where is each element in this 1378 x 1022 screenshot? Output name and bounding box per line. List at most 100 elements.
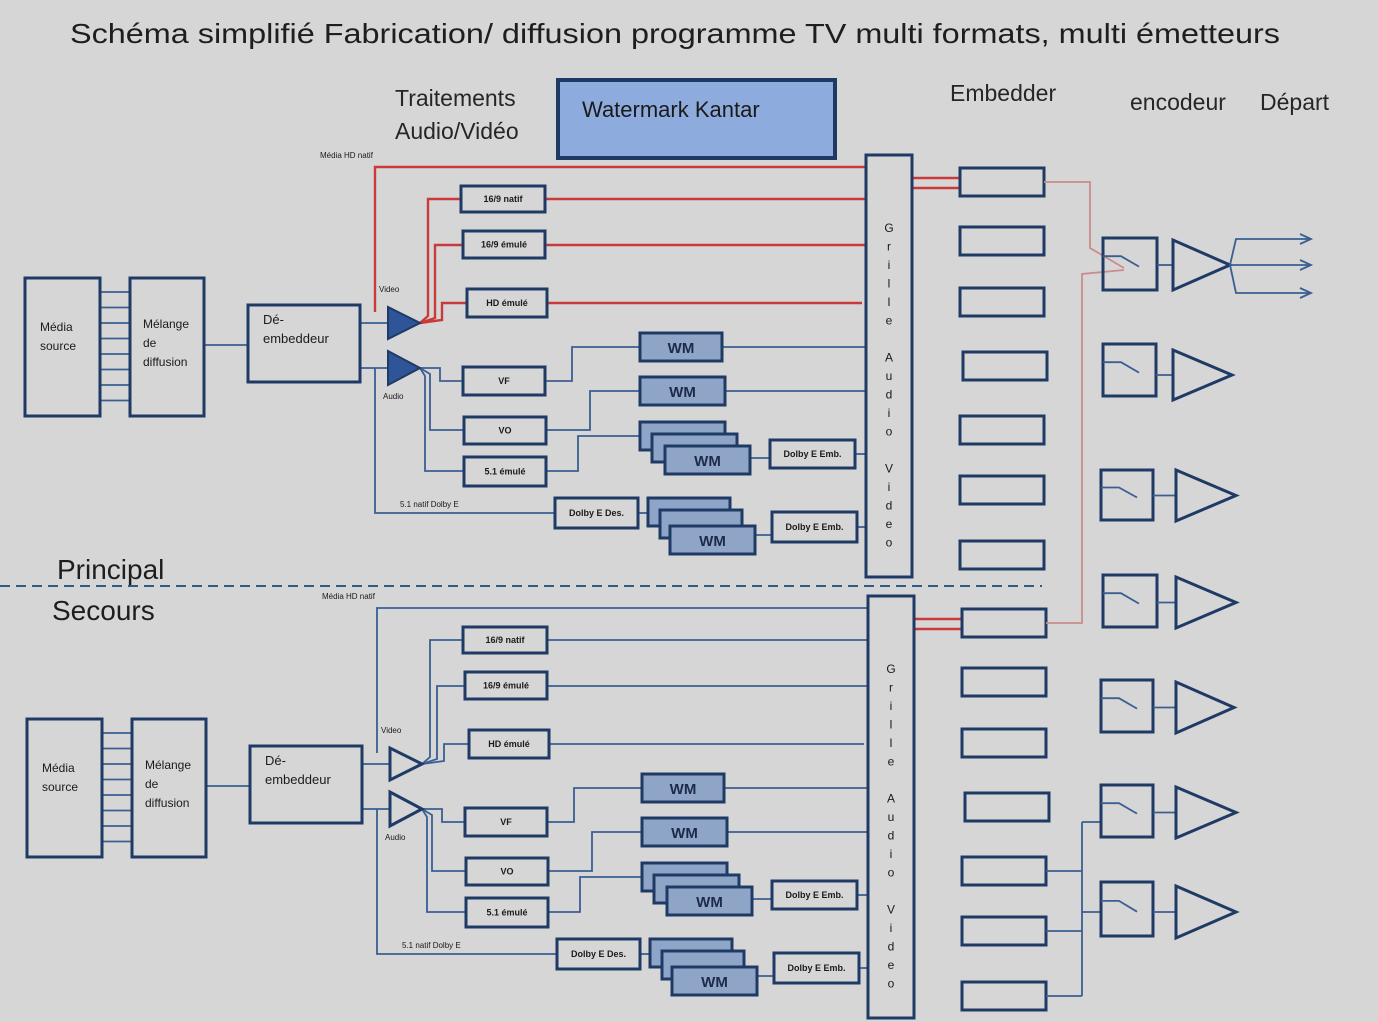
audio-51-emule-link [419, 367, 464, 472]
wm-label: WM [701, 974, 728, 991]
audio-vf-link [422, 808, 465, 823]
emule-51-to-wm-link [546, 435, 640, 472]
format-169-natif-label: 16/9 natif [485, 635, 525, 645]
arrow-right-icon [1299, 233, 1314, 245]
embedder-box [960, 666, 1048, 698]
dolby-e-emb-box [770, 879, 859, 911]
vo-to-wm-link [546, 390, 640, 431]
dolby-e-des-box [555, 937, 642, 971]
format-hd-emule-box [467, 728, 551, 760]
encoder-icon [1171, 237, 1234, 293]
media-hd-natif-label: Média HD natif [322, 592, 376, 601]
audio-label: Audio [383, 392, 404, 401]
embedder-box [963, 791, 1051, 823]
melange-label: de [145, 777, 159, 791]
dolby-e-emb-label: Dolby E Emb. [787, 963, 845, 973]
format-hd-emule-box [465, 287, 549, 319]
watermark-kantar-label: Watermark Kantar [582, 97, 760, 122]
dolby-natif-label: 5.1 natif Dolby E [400, 500, 459, 509]
arrow-right-icon [1299, 259, 1314, 271]
media-hd-natif-label: Média HD natif [320, 151, 374, 160]
deembedder-label: Dé- [263, 312, 284, 327]
encoder-input-switch-box [1101, 236, 1159, 292]
embedder-box [958, 225, 1046, 257]
melange-label: diffusion [145, 796, 189, 810]
embedder-box [961, 350, 1049, 382]
embedder-box [958, 286, 1046, 318]
media-source-label: source [42, 780, 78, 794]
encoder-input-switch-box [1101, 573, 1159, 629]
audio-vf-box [463, 806, 549, 838]
audio-51-emule-link [421, 808, 466, 913]
switch-icon [1101, 900, 1138, 913]
dolby-e-des-label: Dolby E Des. [571, 949, 626, 959]
melange-de-diffusion-box [130, 717, 208, 859]
audio-vo-box [462, 415, 548, 446]
header-embedder: Embedder [950, 80, 1056, 106]
audio-amplifier-icon [387, 349, 423, 387]
dolby-natif-link [376, 809, 557, 955]
hd-natif-link [373, 165, 866, 312]
dolby-e-emb-label: Dolby E Emb. [783, 449, 841, 459]
video-label: Video [381, 726, 402, 735]
melange-label: de [143, 336, 157, 350]
switch-icon [1101, 486, 1138, 499]
media-source-label: source [40, 339, 76, 353]
switch-icon [1101, 697, 1138, 710]
encoder-icon [1174, 467, 1240, 524]
media-source-label: Média [40, 320, 73, 334]
wm-label: WM [699, 533, 726, 550]
audio-51-emule-label: 5.1 émulé [486, 908, 527, 918]
video-169-emule-link [421, 685, 465, 765]
encoder-icon [1174, 883, 1240, 941]
hd-natif-link [376, 607, 868, 753]
encoder-icon [1174, 679, 1238, 736]
audio-vo-link [421, 808, 466, 872]
deembedder-box [248, 744, 364, 825]
dolby-e-emb-box [770, 510, 859, 544]
embedder-box [958, 474, 1046, 506]
audio-vo-label: VO [498, 426, 511, 436]
video-label: Video [379, 285, 400, 294]
video-hd-emule-link [421, 743, 469, 765]
audio-amplifier-icon [388, 789, 426, 829]
format-169-emule-box [461, 229, 547, 260]
video-hd-emule-link [419, 301, 467, 325]
audio-51-emule-box [464, 896, 550, 929]
deembedder-label: embeddeur [265, 772, 331, 787]
wm-label: WM [694, 453, 721, 470]
deembedder-box [246, 303, 362, 384]
header-encodeur: encodeur [1130, 89, 1226, 115]
video-169-emule-link [419, 243, 463, 325]
audio-vo-link [419, 367, 464, 431]
encoder-input-switch-box [1101, 342, 1158, 398]
encoder-icon [1171, 347, 1236, 403]
audio-vo-label: VO [500, 867, 513, 877]
format-hd-emule-label: HD émulé [486, 298, 528, 308]
switch-icon [1101, 802, 1138, 815]
video-amplifier-icon [388, 745, 426, 783]
video-169-natif-link [421, 639, 463, 765]
audio-vf-label: VF [498, 376, 510, 386]
audio-vf-label: VF [500, 817, 512, 827]
format-169-emule-box [463, 670, 549, 701]
vf-to-wm-link [545, 346, 640, 382]
section-label-principal: Principal [57, 554, 164, 585]
wm-label: WM [669, 384, 696, 401]
section-secours: MédiasourceMélangedediffusionDé-embeddeu… [25, 592, 1051, 1020]
vf-to-wm-link [547, 787, 642, 823]
vo-to-wm-link [548, 831, 642, 872]
emule-51-to-wm-link [548, 876, 642, 913]
audio-label: Audio [385, 833, 406, 842]
wm-label: WM [696, 894, 723, 911]
dolby-e-emb-box [768, 438, 857, 470]
audio-vf-link [420, 367, 463, 382]
format-hd-emule-label: HD émulé [488, 739, 530, 749]
format-169-natif-box [461, 625, 549, 655]
embedder-box [960, 727, 1048, 759]
audio-vf-box [461, 365, 547, 397]
melange-de-diffusion-box [128, 276, 206, 418]
